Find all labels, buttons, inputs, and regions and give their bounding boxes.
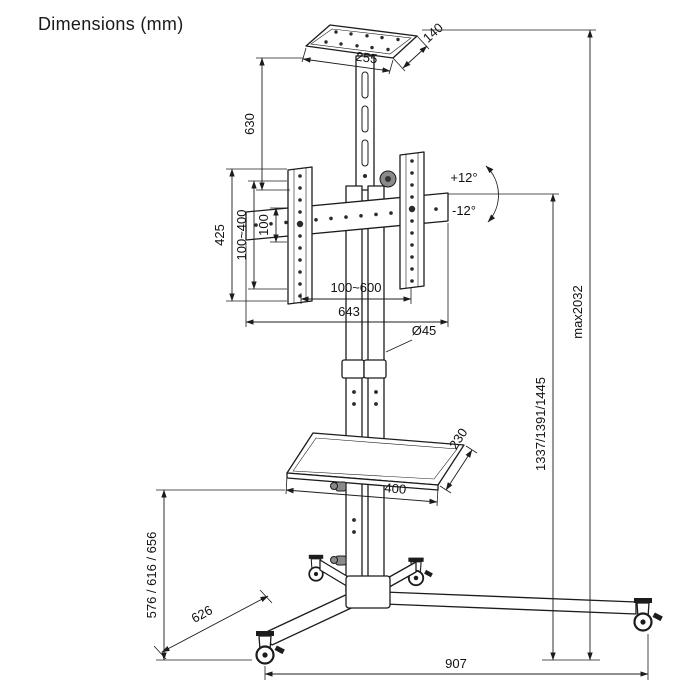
dim-vesa-horizontal: 100~600 <box>300 280 412 304</box>
dim-label-pole-diameter: Ø45 <box>412 323 437 338</box>
dim-tray-width: 255 <box>301 47 394 75</box>
base-legs <box>261 559 637 646</box>
dim-screen-heights: 1337/1391/1445 <box>448 193 600 661</box>
dim-label-shelf-width: 400 <box>384 480 407 497</box>
caster-front-right <box>632 596 664 632</box>
dim-base-width: 907 <box>264 634 649 680</box>
middle-shelf <box>286 432 465 491</box>
dim-max-height: max2032 <box>422 29 596 661</box>
tray-holes <box>324 30 400 52</box>
left-rail-holes <box>296 174 304 298</box>
dim-label-tilt-up: +12° <box>450 170 477 185</box>
right-rail-holes <box>408 159 416 283</box>
dim-label-vesa-horizontal: 100~600 <box>331 280 382 295</box>
pole-clamp-knob <box>330 555 347 566</box>
dim-vesa-vertical: 100~400 <box>234 180 287 290</box>
dim-label-max-height: max2032 <box>570 285 585 338</box>
dim-vesa-pitch: 100 <box>256 207 287 243</box>
dim-label-vesa-pitch: 100 <box>256 214 271 236</box>
dim-label-screen-heights: 1337/1391/1445 <box>533 377 548 471</box>
dim-bracket-height: 425 <box>212 168 287 302</box>
dim-label-upper-column: 630 <box>242 113 257 135</box>
shelf-clamp-knob <box>330 481 347 492</box>
leg-front-right <box>383 591 637 615</box>
tilt-knob <box>379 170 397 188</box>
tilt-arc-arrow <box>485 165 499 223</box>
dim-label-tray-depth: 140 <box>420 20 446 46</box>
dim-label-tilt-down: -12° <box>452 203 476 218</box>
top-tray <box>305 24 418 63</box>
upper-column <box>355 55 375 191</box>
dim-label-bracket-height: 425 <box>212 224 227 246</box>
page-title: Dimensions (mm) <box>38 14 184 34</box>
dim-upper-column: 630 <box>242 57 303 191</box>
right-vesa-rail <box>399 151 425 290</box>
dim-shelf-width: 400 <box>285 475 439 507</box>
dim-base-depth: 626 <box>153 589 273 660</box>
dim-label-base-depth: 626 <box>189 602 215 625</box>
dim-tilt: +12° -12° <box>450 165 499 223</box>
pole-collars <box>341 359 387 379</box>
dim-label-shelf-heights: 576 / 616 / 656 <box>144 532 159 619</box>
support-poles <box>345 185 385 593</box>
dim-shelf-heights: 576 / 616 / 656 <box>144 489 285 661</box>
dim-label-tray-width: 255 <box>355 49 379 67</box>
dim-label-vesa-vertical: 100~400 <box>234 210 249 261</box>
pole-adjustment-holes <box>352 390 378 534</box>
left-vesa-rail <box>287 166 313 305</box>
dim-label-bracket-width: 643 <box>338 304 360 319</box>
dim-pole-diameter: Ø45 <box>385 323 437 353</box>
base-hub <box>345 575 391 609</box>
dim-label-base-width: 907 <box>445 656 467 671</box>
dim-bracket-width: 643 <box>245 223 449 327</box>
